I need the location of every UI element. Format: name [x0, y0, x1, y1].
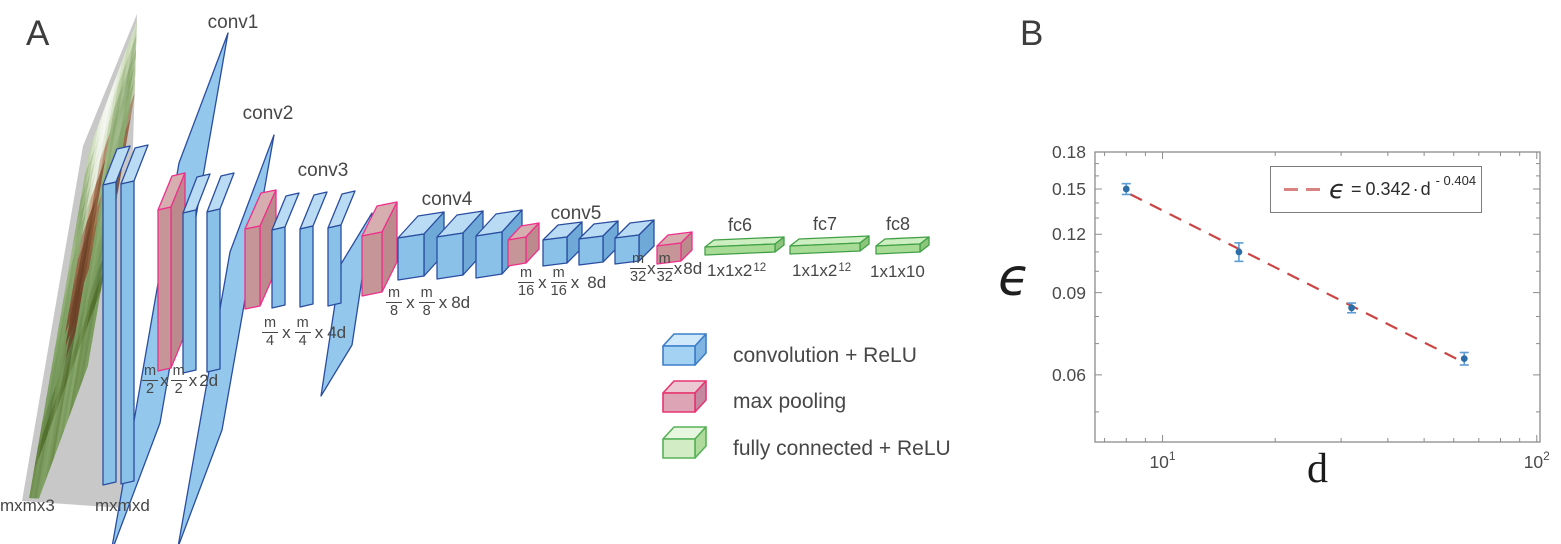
y-tick-label: 0.12	[1051, 224, 1086, 245]
fc6-title: fc6	[728, 215, 752, 235]
conv4-title: conv4	[422, 189, 473, 210]
legend-fc-swatch green-cube-icon	[662, 426, 707, 459]
fit-equation-legend: ϵ = 0.342 · d - 0.404	[1270, 166, 1482, 213]
plot-frame	[1094, 151, 1541, 443]
conv4-block	[397, 209, 523, 281]
fc7-block	[789, 235, 870, 255]
conv3-layer-2	[299, 225, 314, 308]
dashed-line-sample-icon	[1284, 188, 1320, 191]
data-point	[1460, 355, 1468, 363]
conv2-title: conv2	[243, 103, 294, 124]
data-point	[1348, 304, 1355, 312]
conv4-layer-3	[475, 231, 503, 279]
conv3-block	[271, 190, 373, 397]
y-tick-label: 0.18	[1051, 142, 1086, 162]
error-vs-depth-plot	[1094, 151, 1541, 443]
horse-photo-mosaic	[29, 20, 137, 504]
legend-conv-swatch blue-cube-icon	[662, 333, 707, 366]
conv4-layer-2	[436, 232, 464, 280]
pool2-block	[244, 189, 277, 310]
fc7-title: fc7	[813, 214, 837, 234]
pool3-block	[361, 201, 398, 297]
y-tick-label: 0.06	[1051, 364, 1086, 385]
pool1-block	[157, 172, 186, 372]
fc8-block	[875, 236, 930, 255]
conv1-layer-1	[102, 181, 117, 486]
data-point	[1122, 185, 1130, 193]
input-image	[22, 14, 137, 508]
legend-pool-swatch pink-cube-icon	[662, 380, 707, 413]
panel-b-label: B	[1020, 14, 1044, 53]
legend-conv-label: convolution + ReLU	[733, 344, 917, 367]
panel-a-label: A	[26, 14, 50, 53]
pool4-block	[507, 222, 540, 267]
fit-equation: ϵ = 0.342 · d - 0.404	[1329, 173, 1477, 205]
fc6-block	[704, 236, 785, 256]
x-tick-label: 102	[1523, 449, 1550, 472]
conv5-title: conv5	[551, 203, 602, 224]
conv5-layer-3	[614, 234, 640, 265]
dim-conv1: mxmxd	[95, 496, 150, 515]
data-point	[1235, 248, 1243, 256]
conv3-title: conv3	[298, 160, 349, 181]
conv1-layer-2	[120, 180, 135, 485]
y-tick-label: 0.15	[1051, 178, 1086, 199]
dim-input: mxmx3	[0, 496, 55, 515]
conv4-layer-1	[397, 233, 425, 281]
conv3-layer-1	[271, 226, 286, 309]
conv5-layer-2	[578, 235, 604, 266]
conv3-feature-plane	[320, 212, 373, 397]
pool5-block	[656, 231, 693, 265]
y-axis-label: ϵ	[998, 248, 1030, 308]
x-axis-label: d	[1307, 446, 1328, 492]
x-tick-label: 101	[1149, 449, 1176, 472]
cnn-architecture-diagram: conv1 conv2 conv3 conv4 conv5 fc6 fc7 fc…	[22, 12, 951, 544]
legend-pool-label: max pooling	[733, 390, 846, 413]
conv2-layer-1	[182, 209, 197, 374]
dim-fc8: 1x1x10	[870, 262, 925, 281]
conv5-layer-1	[542, 236, 568, 267]
conv3-layer-3	[327, 224, 342, 307]
y-tick-label: 0.09	[1051, 282, 1086, 303]
fc8-title: fc8	[886, 214, 910, 234]
conv5-block	[542, 219, 655, 267]
conv1-title: conv1	[208, 12, 259, 33]
fit-line	[1129, 193, 1463, 363]
conv2-layer-2	[206, 208, 221, 373]
legend-fc-label: fully connected + ReLU	[733, 437, 951, 460]
